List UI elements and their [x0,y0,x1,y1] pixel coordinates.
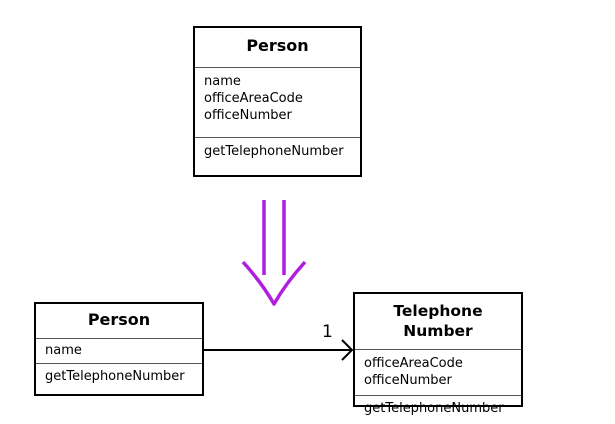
attribute: name [45,343,82,358]
operation: getTelephoneNumber [204,144,344,159]
operations-section: getTelephoneNumber [36,364,202,389]
attribute: officeNumber [364,373,452,388]
telephone-number-class: Telephone Number officeAreaCode officeNu… [353,292,523,416]
association-arrowhead [341,339,354,361]
person-class-before: Person name officeAreaCode officeNumber … [193,26,362,177]
association-arrow [204,339,354,361]
class-name: Person [36,304,202,339]
refactor-arrow-icon [241,200,307,306]
attribute: name [204,74,241,89]
attribute: officeAreaCode [204,91,303,106]
person-class-after: Person name getTelephoneNumber [34,302,204,396]
attribute: officeNumber [204,108,292,123]
operation: getTelephoneNumber [45,369,185,384]
multiplicity-label: 1 [322,322,333,342]
operation: getTelephoneNumber [364,401,504,416]
attributes-section: officeAreaCode officeNumber [355,350,521,396]
attributes-section: name [36,339,202,364]
operations-section: getTelephoneNumber [195,138,360,164]
refactor-arrow-head [241,260,307,306]
class-name: Person [195,28,360,68]
operations-section: getTelephoneNumber [355,396,521,421]
class-name: Telephone Number [355,294,521,350]
attributes-section: name officeAreaCode officeNumber [195,68,360,138]
attribute: officeAreaCode [364,356,463,371]
